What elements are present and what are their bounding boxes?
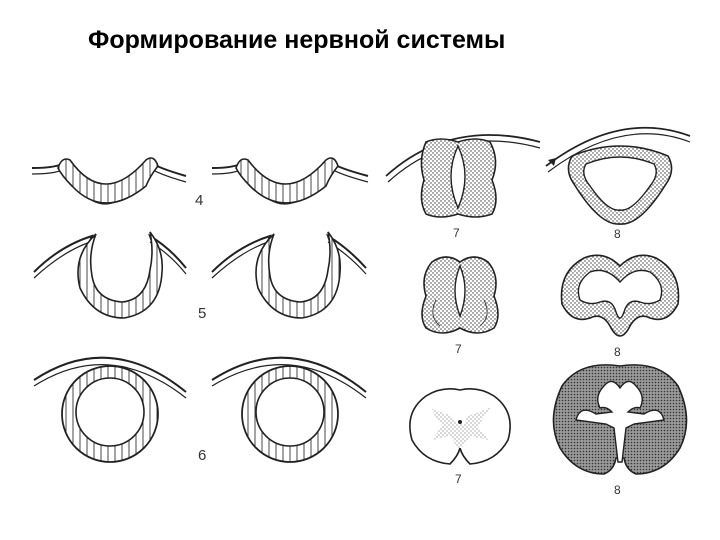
spinal-cord-stage-a <box>385 134 541 218</box>
neural-tube-right <box>211 356 367 463</box>
stage-6-label: 6 <box>198 447 206 464</box>
brain-label-c: 8 <box>614 483 621 497</box>
stage-5-label: 5 <box>198 305 206 322</box>
brain-stage-a <box>545 126 691 225</box>
neural-groove-right <box>211 231 367 319</box>
stage-4-label: 4 <box>195 192 203 209</box>
spinal-cord-label-a: 7 <box>453 226 460 240</box>
spinal-cord-label-b: 7 <box>455 342 462 356</box>
neural-tube-left <box>33 356 187 463</box>
neural-groove-left <box>33 231 187 319</box>
neural-plate-right <box>211 157 369 205</box>
brain-stage-c <box>552 364 688 475</box>
spinal-cord-label-c: 7 <box>455 472 462 486</box>
brain-stage-b <box>560 254 680 337</box>
brain-label-a: 8 <box>614 227 621 241</box>
spinal-cord-stage-b <box>421 256 499 334</box>
brain-label-b: 8 <box>614 345 621 359</box>
neural-plate-left <box>31 157 187 205</box>
page-title: Формирование нервной системы <box>88 26 506 54</box>
spinal-cord-stage-c <box>409 388 511 465</box>
